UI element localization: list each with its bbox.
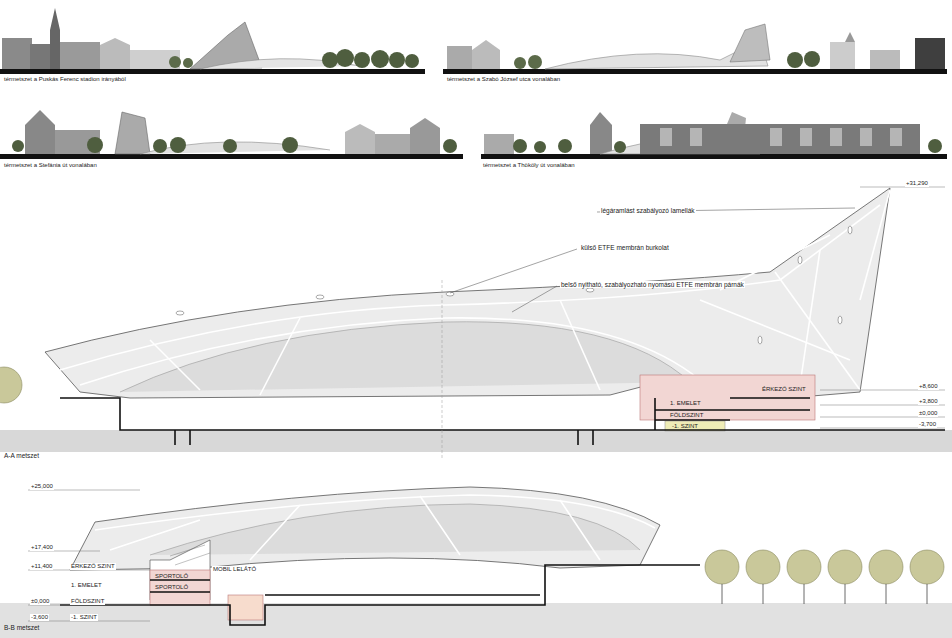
level-dimension: +31,290 (905, 180, 929, 187)
level-dimension: ±0,000 (918, 410, 938, 417)
street-silhouette (0, 8, 425, 74)
caption-text: térmetszet a Stefánia út vonalában (4, 162, 97, 169)
leader-line (450, 208, 855, 312)
level-dimension: +8,600 (918, 383, 939, 390)
level-dimension: +25,000 (30, 483, 54, 490)
level-name: ÉRKEZŐ SZINT (762, 386, 806, 393)
level-name: 1. EMELET (670, 400, 701, 407)
callout-text: belső nyitható, szabályozható nyomású ET… (560, 281, 745, 288)
caption-text: térmetszet a Szabó József utca vonalában (447, 76, 560, 83)
level-dimension: +11,400 (30, 563, 53, 570)
level-name: 1. EMELET (70, 582, 103, 589)
level-dimension: ±0,000 (30, 598, 50, 605)
level-dimension: -3,700 (918, 421, 937, 428)
section-b-b (0, 487, 952, 638)
level-name: -1. SZINT (70, 614, 98, 621)
level-dimension: +3,800 (918, 398, 939, 405)
caption-text: térmetszet a Puskás Ferenc stadion irány… (4, 76, 126, 83)
level-name: -1. SZINT (672, 423, 698, 430)
level-dimension: +17,400 (30, 544, 54, 551)
section-title: B-B metszet (4, 624, 39, 631)
level-name: FÖLDSZINT (70, 598, 105, 605)
street-silhouette (443, 24, 947, 74)
caption-text: térmetszet a Thököly út vonalában (483, 162, 575, 169)
room-name: SPORTOLÓ (155, 584, 188, 591)
street-silhouette (481, 112, 947, 159)
section-a-a (0, 187, 952, 460)
room-name: MOBIL LELÁTÓ (212, 566, 257, 573)
level-dimension: -3,600 (30, 614, 49, 621)
room-name: SPORTOLÓ (155, 573, 188, 580)
level-name: ÉRKEZŐ SZINT (70, 563, 116, 570)
street-silhouette (0, 110, 463, 159)
section-title: A-A metszet (4, 452, 39, 459)
level-name: FÖLDSZINT (670, 412, 703, 419)
callout-text: külső ETFE membrán burkolat (580, 244, 670, 251)
callout-text: légáramlást szabályozó lamellák (600, 207, 696, 214)
